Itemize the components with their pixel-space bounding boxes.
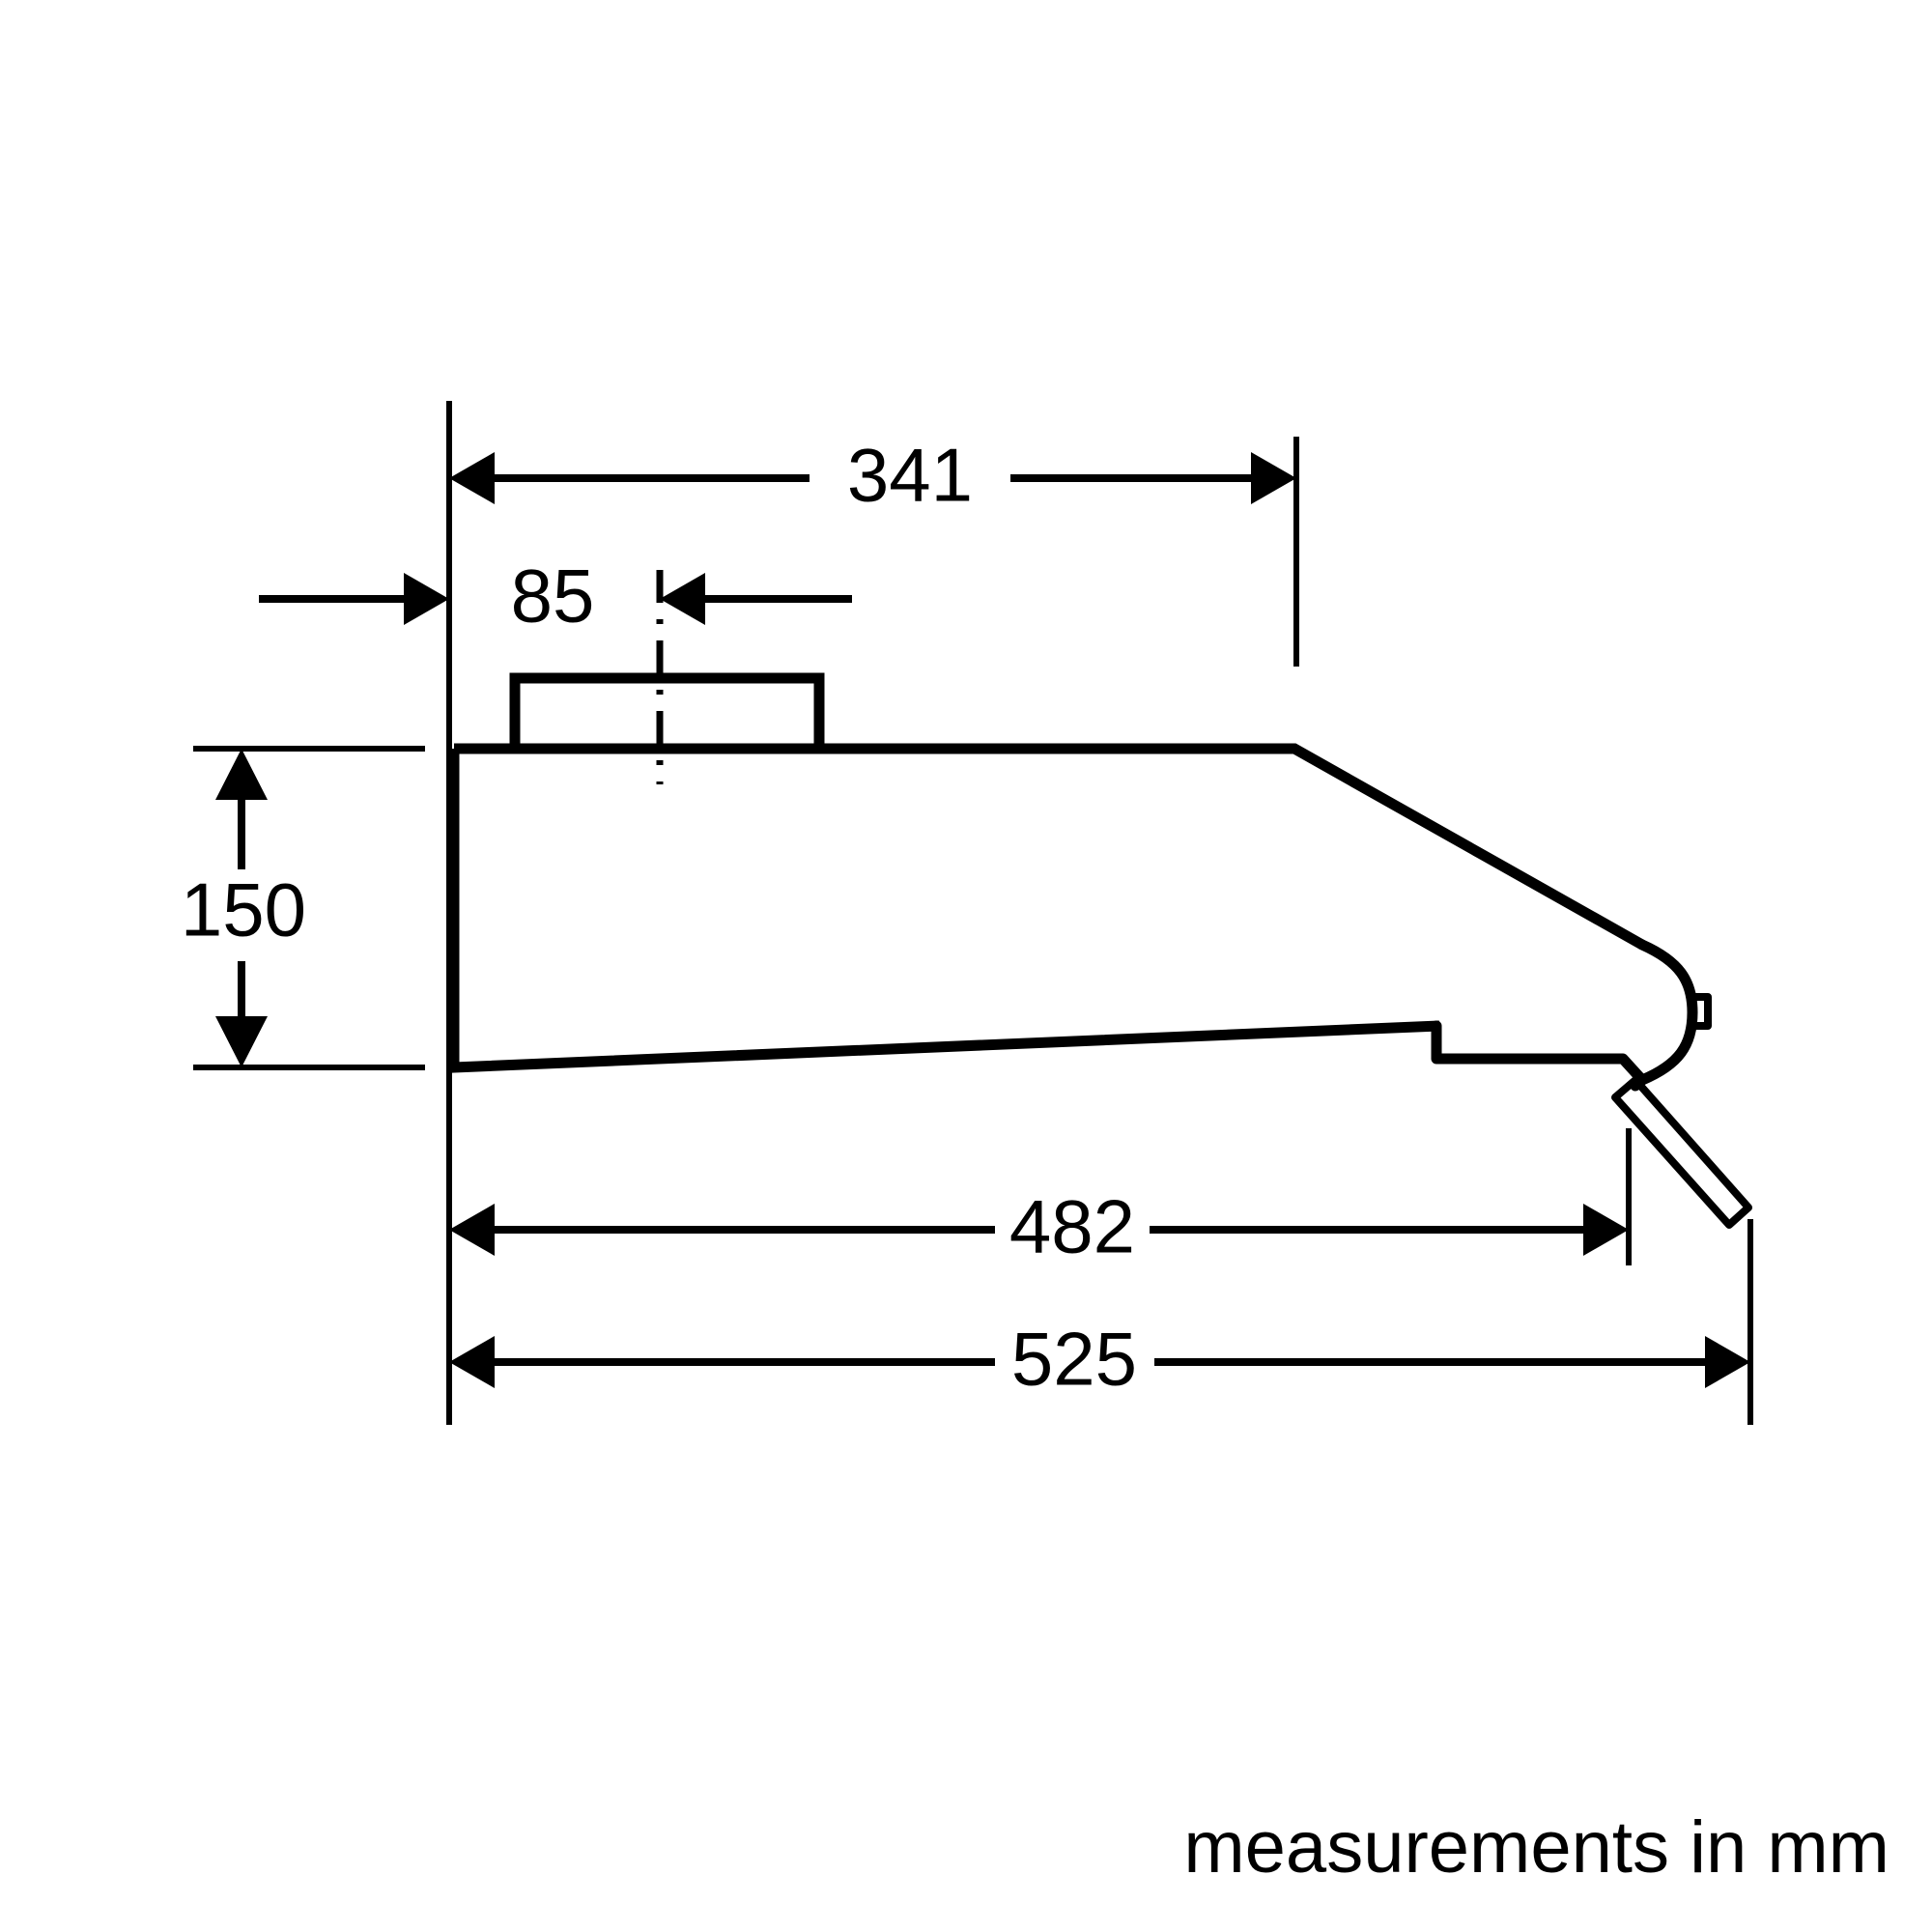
arrow-head-341-left xyxy=(449,452,495,504)
dimension-150: 150 xyxy=(181,746,425,1070)
front-latch-knob xyxy=(1689,993,1712,1030)
hood-front-nose xyxy=(1636,939,1698,1086)
pull-out-flap xyxy=(1611,1076,1752,1229)
arrow-head-85-right xyxy=(660,573,705,625)
hood-top-edge xyxy=(454,743,1645,950)
dimension-525: 525 xyxy=(449,1219,1753,1425)
dimension-label-482: 482 xyxy=(1009,1184,1135,1269)
dimension-label-341: 341 xyxy=(847,433,973,518)
hood-bottom-edge xyxy=(448,749,1440,1073)
dimension-label-150: 150 xyxy=(181,867,306,952)
arrow-head-85-left xyxy=(404,573,449,625)
dimension-85: 85 xyxy=(259,554,852,639)
dimension-482: 482 xyxy=(449,1128,1632,1269)
grease-filter-lip xyxy=(1431,1020,1648,1086)
dimension-label-525: 525 xyxy=(1011,1317,1137,1402)
duct-outlet-stub xyxy=(509,672,825,749)
arrow-head-482-right xyxy=(1583,1204,1629,1256)
dimension-label-85: 85 xyxy=(511,554,595,639)
units-caption: measurements in mm xyxy=(1183,1806,1889,1889)
hood-body-outline xyxy=(448,672,1712,1092)
arrow-head-482-left xyxy=(449,1204,495,1256)
arrow-head-150-top xyxy=(215,749,268,800)
arrow-head-525-left xyxy=(449,1336,495,1388)
arrow-head-341-right xyxy=(1251,452,1296,504)
flap-panel xyxy=(1611,1076,1752,1229)
arrow-head-525-right xyxy=(1705,1336,1750,1388)
arrow-head-150-bottom xyxy=(215,1016,268,1067)
dimension-341: 341 xyxy=(449,433,1299,667)
